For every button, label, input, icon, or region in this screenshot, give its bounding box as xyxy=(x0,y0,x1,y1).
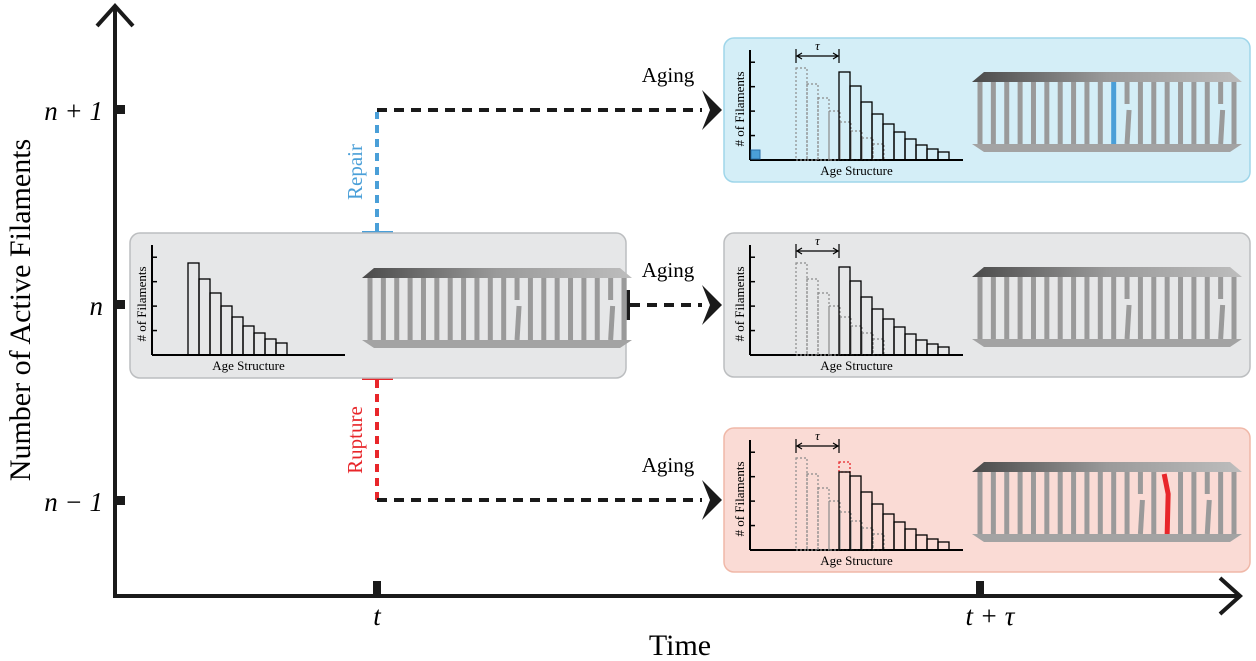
y-tick-n-minus-1 xyxy=(115,496,125,505)
histogram-x-label: Age Structure xyxy=(212,358,285,373)
y-tick-label-n-plus-1: n + 1 xyxy=(44,96,103,126)
histogram-y-label: # of Filaments xyxy=(732,461,747,536)
x-axis-label: Time xyxy=(649,629,711,661)
histogram-x-label: Age Structure xyxy=(820,553,893,568)
top-plate xyxy=(972,72,1242,82)
previous-age-bar xyxy=(828,110,841,161)
age-bar xyxy=(275,342,288,356)
previous-age-bar xyxy=(828,305,841,356)
broken-filament xyxy=(1204,499,1212,535)
age-bar xyxy=(937,541,950,551)
ruptured-filament xyxy=(1161,473,1171,535)
broken-filament xyxy=(1137,499,1145,535)
previous-age-bar xyxy=(828,500,841,551)
histogram-x-label: Age Structure xyxy=(820,163,893,178)
top-plate xyxy=(972,267,1242,277)
new-filament-bar xyxy=(750,149,761,160)
tau-label: τ xyxy=(815,233,821,248)
repair-arrowhead xyxy=(702,90,722,130)
broken-filament xyxy=(608,305,616,341)
age-bar xyxy=(937,346,950,356)
bottom-plate xyxy=(362,340,632,348)
top-plate xyxy=(362,268,632,278)
broken-filament xyxy=(1218,304,1226,340)
tau-arrow-left xyxy=(795,52,803,60)
bottom-plate xyxy=(972,534,1242,542)
ruptured-age-bar xyxy=(838,461,851,473)
x-tick-label-t-plus-tau: t + τ xyxy=(966,601,1016,631)
repair-label: Repair xyxy=(343,144,367,200)
y-tick-label-n: n xyxy=(90,291,104,321)
broken-filament xyxy=(1218,109,1226,145)
tau-label: τ xyxy=(815,428,821,443)
bottom-plate xyxy=(972,144,1242,152)
tau-arrow-right xyxy=(832,247,840,255)
broken-filament xyxy=(1124,109,1132,145)
broken-filament xyxy=(1124,304,1132,340)
y-tick-n-plus-1 xyxy=(115,105,125,114)
x-axis-arrowhead xyxy=(1218,576,1243,616)
histogram-y-label: # of Filaments xyxy=(732,266,747,341)
aging-arrowhead xyxy=(702,285,722,325)
y-axis-label: Number of Active Filaments xyxy=(4,139,37,481)
axes: n + 1 n n − 1 t t + τ Number of Active F… xyxy=(4,3,1243,661)
histogram-y-label: # of Filaments xyxy=(732,71,747,146)
y-axis-arrowhead xyxy=(95,3,135,28)
tau-arrow-right xyxy=(832,52,840,60)
x-tick-t xyxy=(373,581,381,594)
bottom-plate xyxy=(972,339,1242,347)
broken-filament xyxy=(514,305,522,341)
y-tick-label-n-minus-1: n − 1 xyxy=(44,487,103,517)
tau-arrow-right xyxy=(832,442,840,450)
histogram-x-label: Age Structure xyxy=(820,358,893,373)
rupture-aging-label: Aging xyxy=(642,453,695,477)
top-plate xyxy=(972,462,1242,472)
histogram-y-label: # of Filaments xyxy=(134,266,149,341)
tau-arrow-left xyxy=(795,442,803,450)
x-tick-label-t: t xyxy=(373,601,382,631)
rupture-arrowhead xyxy=(702,480,722,520)
rupture-label: Rupture xyxy=(343,406,367,474)
x-tick-t-plus-tau xyxy=(976,581,984,594)
y-tick-n xyxy=(115,300,125,309)
repair-aging-label: Aging xyxy=(642,63,695,87)
panel-background xyxy=(129,232,627,379)
age-bar xyxy=(937,151,950,161)
tau-arrow-left xyxy=(795,247,803,255)
tau-label: τ xyxy=(815,38,821,53)
aging-label: Aging xyxy=(642,258,695,282)
